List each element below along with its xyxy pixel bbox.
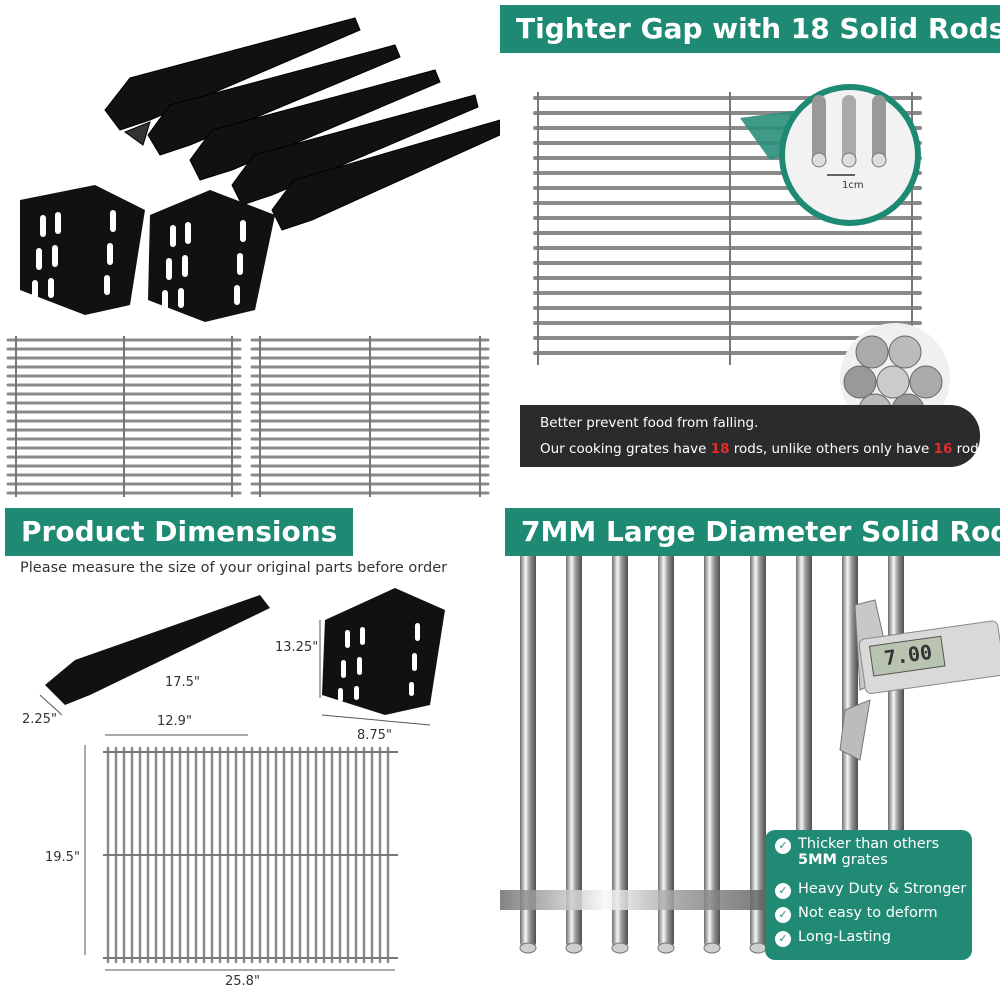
plate-height-label: 13.25" <box>275 640 319 655</box>
dimensions-section: Product Dimensions Please measure the si… <box>0 500 500 1000</box>
parts-illustration <box>6 17 500 497</box>
check-icon: ✓ <box>775 907 791 923</box>
dimension-diagram <box>39 588 445 971</box>
check-icon: ✓ <box>775 838 791 854</box>
cooking-grates <box>6 336 490 497</box>
feature-item: ✓ Heavy Duty & Stronger <box>775 881 966 899</box>
feature-item: ✓ Not easy to deform <box>775 905 938 923</box>
feature-highlight: 5MM <box>798 852 837 868</box>
section-banner: Tighter Gap with 18 Solid Rods <box>500 5 1000 53</box>
heat-deflector <box>322 588 445 715</box>
grate-width-label: 25.8" <box>225 974 260 989</box>
check-icon: ✓ <box>775 883 791 899</box>
bar-length-label: 17.5" <box>165 675 200 690</box>
feature-item: ✓ Long-Lasting <box>775 929 891 947</box>
section-banner: 7MM Large Diameter Solid Rods <box>505 508 1000 556</box>
info-text: rods. <box>952 441 991 457</box>
rod-count-ours: 18 <box>710 441 730 457</box>
feature-label: Long-Lasting <box>798 929 891 945</box>
grate-diagram <box>103 746 398 964</box>
feature-label: Thicker than others <box>798 836 940 852</box>
bar-width-label: 2.25" <box>22 712 57 727</box>
measure-note: Please measure the size of your original… <box>20 560 448 576</box>
tighter-gap-section: Tighter Gap with 18 Solid Rods <box>500 0 1000 500</box>
flavorizer-bars <box>104 17 500 231</box>
gap-label: 1cm <box>842 180 864 191</box>
info-text: Our cooking grates have <box>540 441 711 457</box>
info-panel: Better prevent food from falling. Our co… <box>520 405 990 467</box>
grate-height-label: 19.5" <box>45 850 80 865</box>
digital-caliper <box>839 599 1000 761</box>
feature-label: grates <box>836 852 888 868</box>
rod-diameter-section: 7.00 7MM Large Diameter Solid Rods ✓ Thi… <box>500 500 1000 1000</box>
info-line-1: Better prevent food from falling. <box>540 415 759 431</box>
info-line-2: Our cooking grates have 18 rods, unlike … <box>540 441 990 457</box>
rod-count-others: 16 <box>933 441 953 457</box>
info-text: rods, unlike others only have <box>729 441 934 457</box>
zoomed-rods <box>811 95 887 176</box>
parts-overview <box>0 0 500 500</box>
feature-label: Not easy to deform <box>798 905 938 921</box>
feature-label: Heavy Duty & Stronger <box>798 881 967 897</box>
section-banner: Product Dimensions <box>5 508 354 556</box>
heat-deflector-plates <box>20 185 275 322</box>
plate-width-label: 8.75" <box>357 728 392 743</box>
flavorizer-bar <box>45 595 270 705</box>
check-icon: ✓ <box>775 931 791 947</box>
grate-depth-label: 12.9" <box>157 714 192 729</box>
